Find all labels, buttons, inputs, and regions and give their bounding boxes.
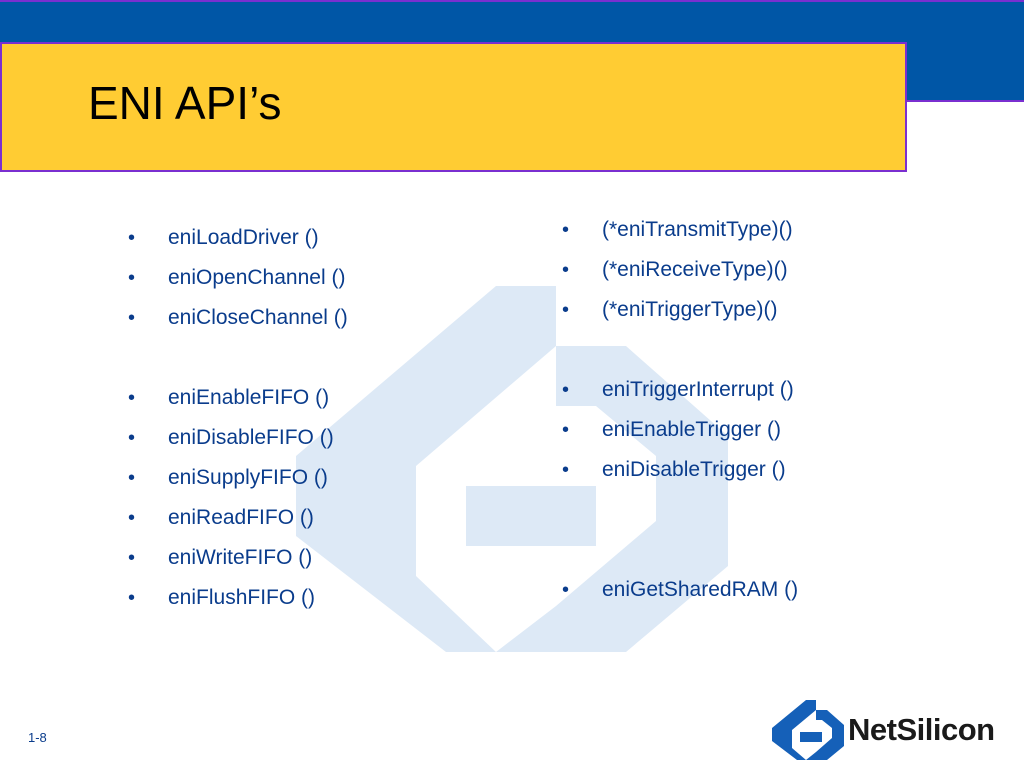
list-item-label: (*eniReceiveType)() [602, 258, 788, 281]
slide-number: 1-8 [28, 730, 47, 745]
list-item-label: eniDisableFIFO () [168, 426, 334, 449]
right-function-list: • (*eniTransmitType)() • (*eniReceiveType)… [562, 210, 798, 610]
list-item-label: eniCloseChannel () [168, 306, 348, 329]
list-item-label: eniEnableTrigger () [602, 418, 781, 441]
bullet-icon: • [128, 546, 136, 569]
netsilicon-logo: NetSilicon [772, 700, 995, 760]
logo-text: NetSilicon [848, 712, 995, 747]
bullet-icon: • [562, 218, 570, 241]
bullet-icon: • [128, 226, 136, 249]
list-spacer [128, 338, 348, 378]
bullet-icon: • [562, 298, 570, 321]
list-item: • eniSupplyFIFO () [128, 458, 348, 498]
list-item-label: eniEnableFIFO () [168, 386, 330, 409]
bullet-icon: • [128, 306, 136, 329]
list-item: • eniEnableTrigger () [562, 410, 798, 450]
list-item: • eniFlushFIFO () [128, 578, 348, 618]
list-item-label: (*eniTriggerType)() [602, 298, 778, 321]
left-function-list: • eniLoadDriver () • eniOpenChannel () • en… [128, 218, 348, 618]
bullet-icon: • [128, 266, 136, 289]
slide-title: ENI API’s [88, 77, 282, 129]
bullet-icon: • [562, 378, 570, 401]
list-item: • (*eniTriggerType)() [562, 290, 798, 330]
bullet-icon: • [562, 458, 570, 481]
list-item: • eniDisableTrigger () [562, 450, 798, 490]
list-item-label: eniReadFIFO () [168, 506, 314, 529]
bullet-icon: • [562, 578, 570, 601]
list-item: • (*eniTransmitType)() [562, 210, 798, 250]
list-item: • eniOpenChannel () [128, 258, 348, 298]
bullet-icon: • [128, 586, 136, 609]
list-item: • eniEnableFIFO () [128, 378, 348, 418]
list-item-label: eniWriteFIFO () [168, 546, 313, 569]
list-item-label: (*eniTransmitType)() [602, 218, 793, 241]
bullet-icon: • [128, 466, 136, 489]
netsilicon-logo-icon [772, 700, 844, 760]
list-item-label: eniFlushFIFO () [168, 586, 316, 609]
bullet-icon: • [562, 418, 570, 441]
bullet-icon: • [128, 426, 136, 449]
list-spacer [562, 490, 798, 570]
list-item-label: eniTriggerInterrupt () [602, 378, 794, 401]
bullet-icon: • [562, 258, 570, 281]
list-item-label: eniGetSharedRAM () [602, 578, 799, 601]
list-item: • eniCloseChannel () [128, 298, 348, 338]
list-item-label: eniSupplyFIFO () [168, 466, 328, 489]
list-item: • eniWriteFIFO () [128, 538, 348, 578]
title-box [0, 42, 907, 172]
list-item-label: eniLoadDriver () [168, 226, 319, 249]
list-item-label: eniDisableTrigger () [602, 458, 786, 481]
list-item-label: eniOpenChannel () [168, 266, 346, 289]
list-item: • eniTriggerInterrupt () [562, 370, 798, 410]
list-item: • eniReadFIFO () [128, 498, 348, 538]
list-item: • eniGetSharedRAM () [562, 570, 798, 610]
list-spacer [562, 330, 798, 370]
list-item: • (*eniReceiveType)() [562, 250, 798, 290]
list-item: • eniLoadDriver () [128, 218, 348, 258]
bullet-icon: • [128, 506, 136, 529]
bullet-icon: • [128, 386, 136, 409]
netsilicon-logo-watermark-icon [296, 286, 728, 652]
list-item: • eniDisableFIFO () [128, 418, 348, 458]
